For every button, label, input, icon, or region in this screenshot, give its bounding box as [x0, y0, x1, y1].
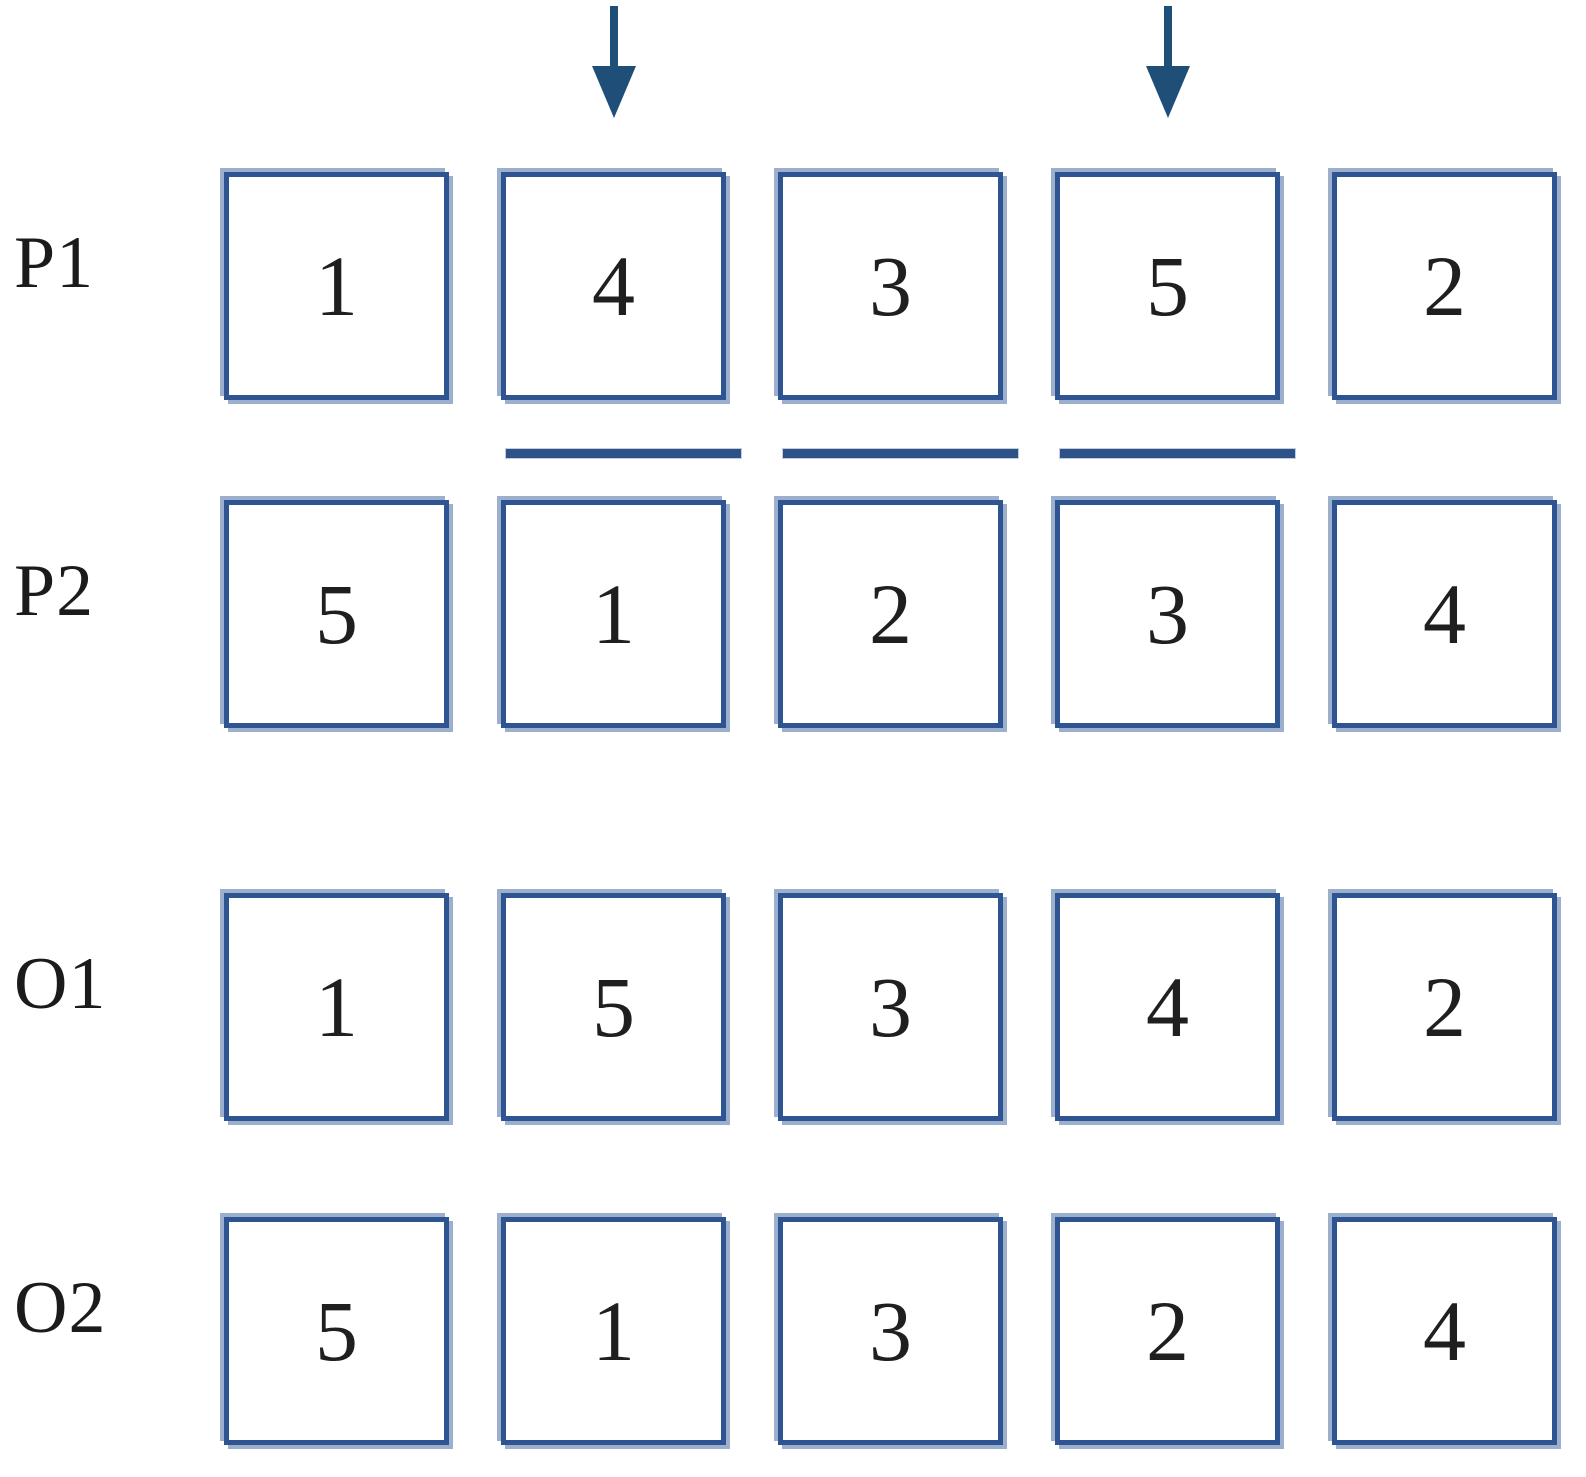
row-label-p1: P1 — [14, 222, 95, 304]
cell-value: 5 — [315, 566, 358, 662]
cell-p2-1: 1 — [501, 500, 726, 728]
cell-p2-4: 4 — [1332, 500, 1557, 728]
row-label-o2: O2 — [14, 1267, 107, 1349]
cell-o2-4: 4 — [1332, 1217, 1557, 1445]
cell-o1-2: 3 — [778, 893, 1003, 1121]
cell-value: 5 — [1146, 238, 1189, 334]
row-label-p2: P2 — [14, 550, 95, 632]
cell-value: 2 — [869, 566, 912, 662]
cell-value: 4 — [1146, 959, 1189, 1055]
cell-value: 1 — [592, 1283, 635, 1379]
cell-value: 3 — [869, 959, 912, 1055]
cell-value: 3 — [869, 1283, 912, 1379]
cell-o2-3: 2 — [1055, 1217, 1280, 1445]
cell-value: 5 — [315, 1283, 358, 1379]
cell-o1-1: 5 — [501, 893, 726, 1121]
cut-point-arrow-1 — [586, 6, 642, 118]
cell-value: 1 — [592, 566, 635, 662]
row-label-o1: O1 — [14, 943, 107, 1025]
cell-o2-1: 1 — [501, 1217, 726, 1445]
cell-value: 4 — [1423, 1283, 1466, 1379]
cell-p1-2: 3 — [778, 172, 1003, 400]
cell-value: 3 — [1146, 566, 1189, 662]
cell-p1-1: 4 — [501, 172, 726, 400]
cell-o1-4: 2 — [1332, 893, 1557, 1121]
cell-value: 2 — [1146, 1283, 1189, 1379]
cell-o1-0: 1 — [224, 893, 449, 1121]
cell-value: 4 — [592, 238, 635, 334]
cell-o1-3: 4 — [1055, 893, 1280, 1121]
cell-p2-0: 5 — [224, 500, 449, 728]
cell-value: 5 — [592, 959, 635, 1055]
cell-o2-2: 3 — [778, 1217, 1003, 1445]
cell-p1-0: 1 — [224, 172, 449, 400]
cell-value: 4 — [1423, 566, 1466, 662]
cell-value: 3 — [869, 238, 912, 334]
cell-o2-0: 5 — [224, 1217, 449, 1445]
cut-point-arrow-2 — [1140, 6, 1196, 118]
segment-underline-3 — [1060, 449, 1295, 458]
segment-underline-1 — [506, 449, 741, 458]
cell-value: 1 — [315, 959, 358, 1055]
segment-underline-2 — [783, 449, 1018, 458]
cell-p2-2: 2 — [778, 500, 1003, 728]
cell-p2-3: 3 — [1055, 500, 1280, 728]
cell-p1-3: 5 — [1055, 172, 1280, 400]
cell-value: 1 — [315, 238, 358, 334]
cell-value: 2 — [1423, 238, 1466, 334]
cell-value: 2 — [1423, 959, 1466, 1055]
cell-p1-4: 2 — [1332, 172, 1557, 400]
